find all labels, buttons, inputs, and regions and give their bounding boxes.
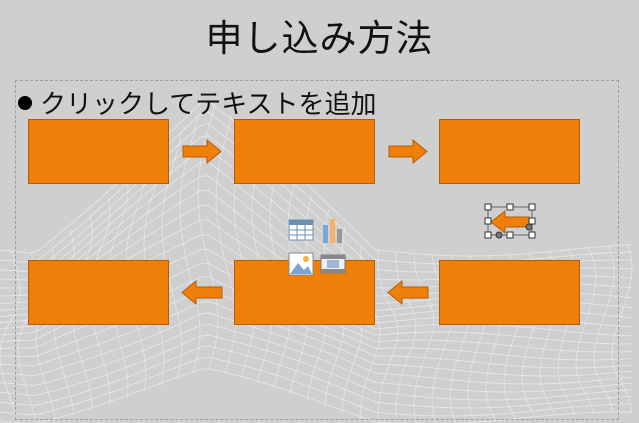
flow-box-4[interactable] — [439, 260, 580, 325]
flow-box-2[interactable] — [234, 119, 375, 184]
placeholder-bullet[interactable]: クリックしてテキストを追加 — [18, 84, 376, 121]
bullet-icon — [18, 95, 32, 110]
insert-picture-icon[interactable] — [288, 251, 314, 277]
placeholder-text[interactable]: クリックしてテキストを追加 — [40, 90, 377, 120]
arrow-right-1[interactable] — [182, 139, 222, 164]
flow-box-6[interactable] — [28, 260, 169, 325]
insert-chart-icon[interactable] — [320, 217, 346, 245]
insert-video-icon[interactable] — [320, 251, 346, 277]
arrow-left-2[interactable] — [181, 280, 223, 305]
flow-box-3[interactable] — [439, 119, 580, 184]
selected-arrow-shape[interactable] — [490, 209, 530, 235]
insert-table-icon[interactable] — [288, 217, 314, 243]
selection-handles[interactable] — [484, 203, 536, 241]
content-placeholder[interactable] — [15, 80, 619, 420]
arrow-right-2[interactable] — [388, 139, 428, 164]
arrow-left-1[interactable] — [387, 280, 429, 305]
flow-box-1[interactable] — [28, 119, 169, 184]
insert-content-icons — [288, 217, 348, 279]
slide-title[interactable]: 申し込み方法 — [205, 17, 434, 60]
